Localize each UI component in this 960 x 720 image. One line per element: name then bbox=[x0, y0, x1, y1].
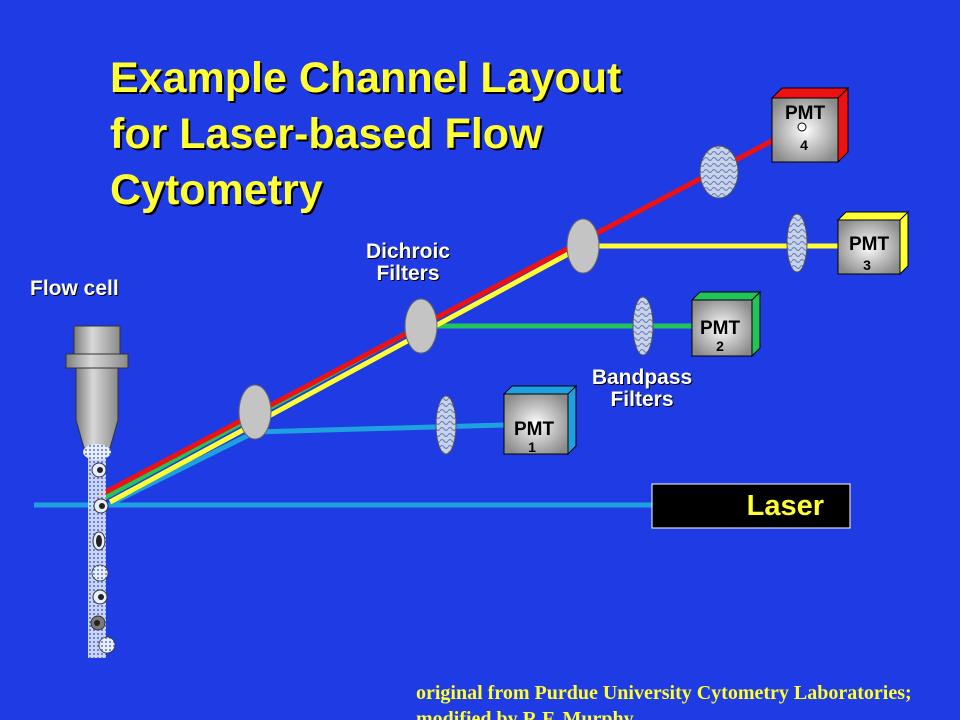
title-line: Example Channel Layout bbox=[110, 54, 622, 102]
beam-to-pmt-3 bbox=[108, 243, 842, 505]
pmt-3-label: PMT bbox=[848, 234, 890, 255]
bandpass-filter-icon bbox=[786, 213, 808, 273]
credit-line: original from Purdue University Cytometr… bbox=[416, 682, 912, 704]
dichroic-label-line: Filters bbox=[376, 262, 440, 285]
slide-title: Example Channel Layout for Laser-based F… bbox=[110, 50, 750, 218]
bandpass-label-line: Bandpass bbox=[591, 366, 693, 389]
bandpass-label-line: Filters bbox=[610, 388, 674, 411]
dichroic-filter-icon bbox=[238, 384, 272, 440]
laser-box bbox=[651, 483, 851, 529]
beam-to-pmt-2 bbox=[102, 323, 694, 501]
dichroic-filter-icon bbox=[404, 298, 438, 354]
title-line: for Laser-based Flow bbox=[110, 110, 543, 158]
beam-to-pmt-4 bbox=[98, 122, 804, 498]
laser-label: Laser bbox=[746, 490, 824, 522]
pmt-1-number: 1 bbox=[528, 439, 536, 455]
dichroic-filter-icon bbox=[566, 218, 600, 274]
flow-cell-label: Flow cell bbox=[30, 277, 119, 300]
pmt-detector-icon bbox=[690, 290, 762, 358]
pmt-detector-icon bbox=[502, 384, 578, 456]
bandpass-filters-label: Bandpass Filters bbox=[584, 367, 700, 411]
cell-particle-icon bbox=[90, 462, 116, 654]
pmt-4-label: PMT bbox=[784, 103, 826, 124]
pmt-detector-icon bbox=[770, 86, 850, 164]
pmt-2-label: PMT bbox=[699, 318, 741, 339]
credit-text: original from Purdue University Cytometr… bbox=[416, 680, 912, 720]
bandpass-filter-icon bbox=[632, 296, 654, 356]
pmt-1-label: PMT bbox=[513, 419, 555, 440]
pmt-4-number: 4 bbox=[800, 137, 808, 153]
pmt-3-number: 3 bbox=[863, 257, 871, 273]
pmt-detector-icon bbox=[836, 210, 910, 276]
dichroic-filters-label: Dichroic Filters bbox=[356, 241, 460, 285]
pmt-2-number: 2 bbox=[716, 338, 724, 354]
credit-line: modified by R.F. Murphy bbox=[416, 708, 634, 720]
bandpass-filter-icon bbox=[435, 395, 457, 455]
dichroic-label-line: Dichroic bbox=[365, 240, 451, 263]
bandpass-filter-icon bbox=[699, 145, 739, 199]
title-line: Cytometry bbox=[110, 166, 323, 214]
